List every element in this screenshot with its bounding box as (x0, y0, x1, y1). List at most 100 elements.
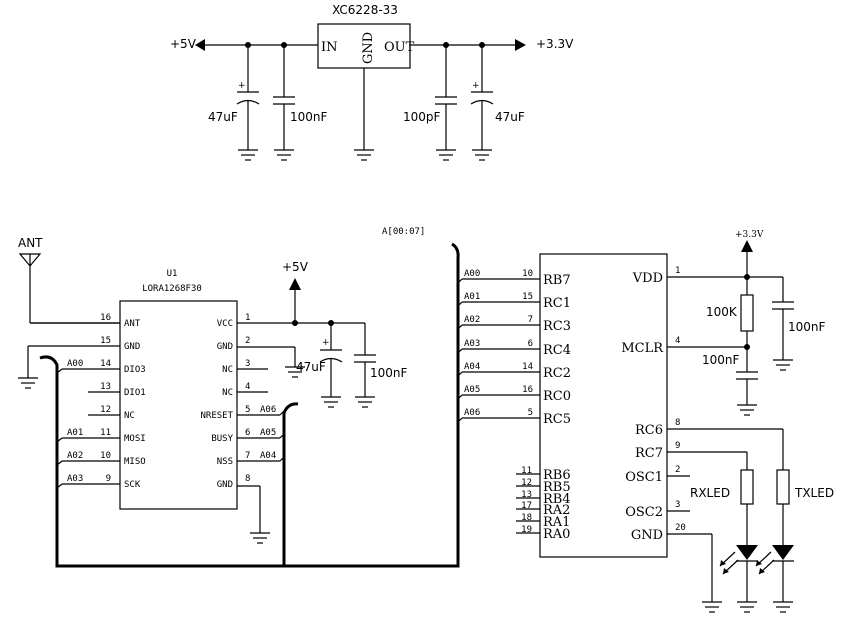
mcu-pin-number: 17 (521, 501, 532, 511)
mcu-body (539, 253, 668, 558)
lora-pin-name: NRESET (200, 411, 233, 421)
mcu-pin-number: 20 (675, 523, 686, 533)
lora-pin-number: 13 (100, 382, 111, 392)
mcu-pin-number: 10 (522, 269, 533, 279)
lora-vcc-arrow-icon (289, 278, 301, 290)
lora-pin-name: SCK (124, 480, 141, 490)
c-in-ceramic-label: 100nF (290, 110, 328, 124)
regulator-gnd-label: GND (361, 32, 376, 64)
lora-pin-name: GND (217, 480, 233, 490)
lora-pin-number: 14 (100, 359, 111, 369)
lora-net-label: A01 (67, 428, 83, 438)
mcu-pin-number: 4 (675, 336, 680, 346)
lora-pin-number: 9 (106, 474, 111, 484)
r-pullup-label: 100K (706, 305, 738, 319)
lora-part-label: LORA1268F30 (142, 284, 202, 294)
mcu-pin-number: 8 (675, 418, 680, 428)
mcu-pin-name: RB7 (543, 273, 571, 288)
c-out-electrolytic-label: 47uF (495, 110, 525, 124)
mcu-pin-name: GND (631, 528, 663, 543)
mcu-pin-name: RC3 (543, 319, 571, 334)
lora-pin-number: 7 (245, 451, 250, 461)
lora-pin-number: 8 (245, 474, 250, 484)
c-in-electrolytic-label: 47uF (208, 110, 238, 124)
mcu-net-label: A02 (464, 315, 480, 325)
mcu-pin-name: RB6 (543, 468, 571, 483)
regulator-in-label: IN (321, 40, 338, 55)
regulator-out-label: OUT (384, 40, 415, 55)
mcu-pin-name: RA2 (543, 503, 570, 518)
vin-label: +5V (170, 37, 197, 51)
mcu-pin-number: 11 (521, 466, 532, 476)
svg-text:+: + (322, 338, 330, 348)
bus-label: A[00:07] (382, 227, 425, 237)
mcu-net-label: A04 (464, 362, 480, 372)
mcu-pin-name: RC4 (543, 343, 571, 358)
vin-arrow-icon (195, 39, 205, 51)
txled-resistor (776, 469, 790, 505)
mcu-pin-name: RA0 (543, 527, 570, 542)
mcu-pin-name: RC0 (543, 389, 571, 404)
vout-label: +3.3V (536, 37, 574, 51)
address-bus: A[00:07] (39, 227, 460, 568)
rxled-label: RXLED (690, 486, 730, 500)
antenna-label: ANT (18, 236, 43, 250)
mcu-pin-number: 19 (521, 525, 532, 535)
lora-pin-name: GND (124, 342, 140, 352)
lora-net-label: A04 (260, 451, 276, 461)
txled-diode-icon (772, 545, 794, 560)
mcu-pin-name: OSC1 (625, 470, 663, 485)
mcu-pin-number: 3 (675, 500, 680, 510)
lora-pin-name: MISO (124, 457, 146, 467)
lora-pin-name: NC (222, 365, 233, 375)
lora-ref-label: U1 (167, 269, 178, 279)
lora-pin-number: 15 (100, 336, 111, 346)
c-out-ceramic-label: 100pF (403, 110, 441, 124)
mcu-pin-name: RB5 (543, 480, 571, 495)
lora-pin-name: NSS (217, 457, 233, 467)
lora-pin-number: 6 (245, 428, 250, 438)
lora-pin-number: 4 (245, 382, 250, 392)
led-emission-arrows-icon (719, 551, 775, 575)
mcu-net-label: A05 (464, 385, 480, 395)
mcu-pin-number: 13 (521, 490, 532, 500)
regulator-body (317, 23, 411, 69)
lora-pin-name: DIO1 (124, 388, 146, 398)
lora-pin-number: 16 (100, 313, 111, 323)
mcu-pin-number: 9 (675, 441, 680, 451)
lora-pin-number: 5 (245, 405, 250, 415)
svg-text:+: + (238, 81, 246, 91)
lora-pin-name: GND (217, 342, 233, 352)
mcu-pin-name: RC1 (543, 296, 571, 311)
mcu-net-label: A06 (464, 408, 480, 418)
lora-pin-number: 2 (245, 336, 250, 346)
mcu-net-label: A03 (464, 339, 480, 349)
mcu-net-label: A00 (464, 269, 480, 279)
lora-right-pins: 1VCC2GND3NC4NCA065NRESETA056BUSYA047NSS8… (200, 313, 285, 490)
lora-pin-name: MOSI (124, 434, 146, 444)
mcu-pin-number: 12 (521, 478, 532, 488)
mcu-pin-name: RC6 (635, 423, 663, 438)
mcu-pin-number: 5 (528, 408, 533, 418)
mcu-pin-name: RB4 (543, 492, 571, 507)
mcu-pin-number: 15 (522, 292, 533, 302)
mcu-pin-name: RC5 (543, 412, 571, 427)
lora-pin-number: 11 (100, 428, 111, 438)
lora-pin-name: NC (222, 388, 233, 398)
lora-left-pins: 16ANT15GND14DIO3A0013DIO112NC11MOSIA0110… (28, 313, 146, 490)
lora-pin-number: 12 (100, 405, 111, 415)
lora-net-label: A06 (260, 405, 276, 415)
mcu-pin-number: 16 (522, 385, 533, 395)
mcu-net-label: A01 (464, 292, 480, 302)
mcu-pin-name: RA1 (543, 515, 570, 530)
lora-vcc-label: +5V (282, 260, 309, 274)
lora-module-body (119, 300, 238, 510)
lora-net-label: A00 (67, 359, 83, 369)
regulator-section: XC6228-33 IN OUT GND +5V + 47uF 100nF (170, 3, 574, 161)
rxled-resistor (740, 469, 754, 505)
lora-pin-number: 10 (100, 451, 111, 461)
